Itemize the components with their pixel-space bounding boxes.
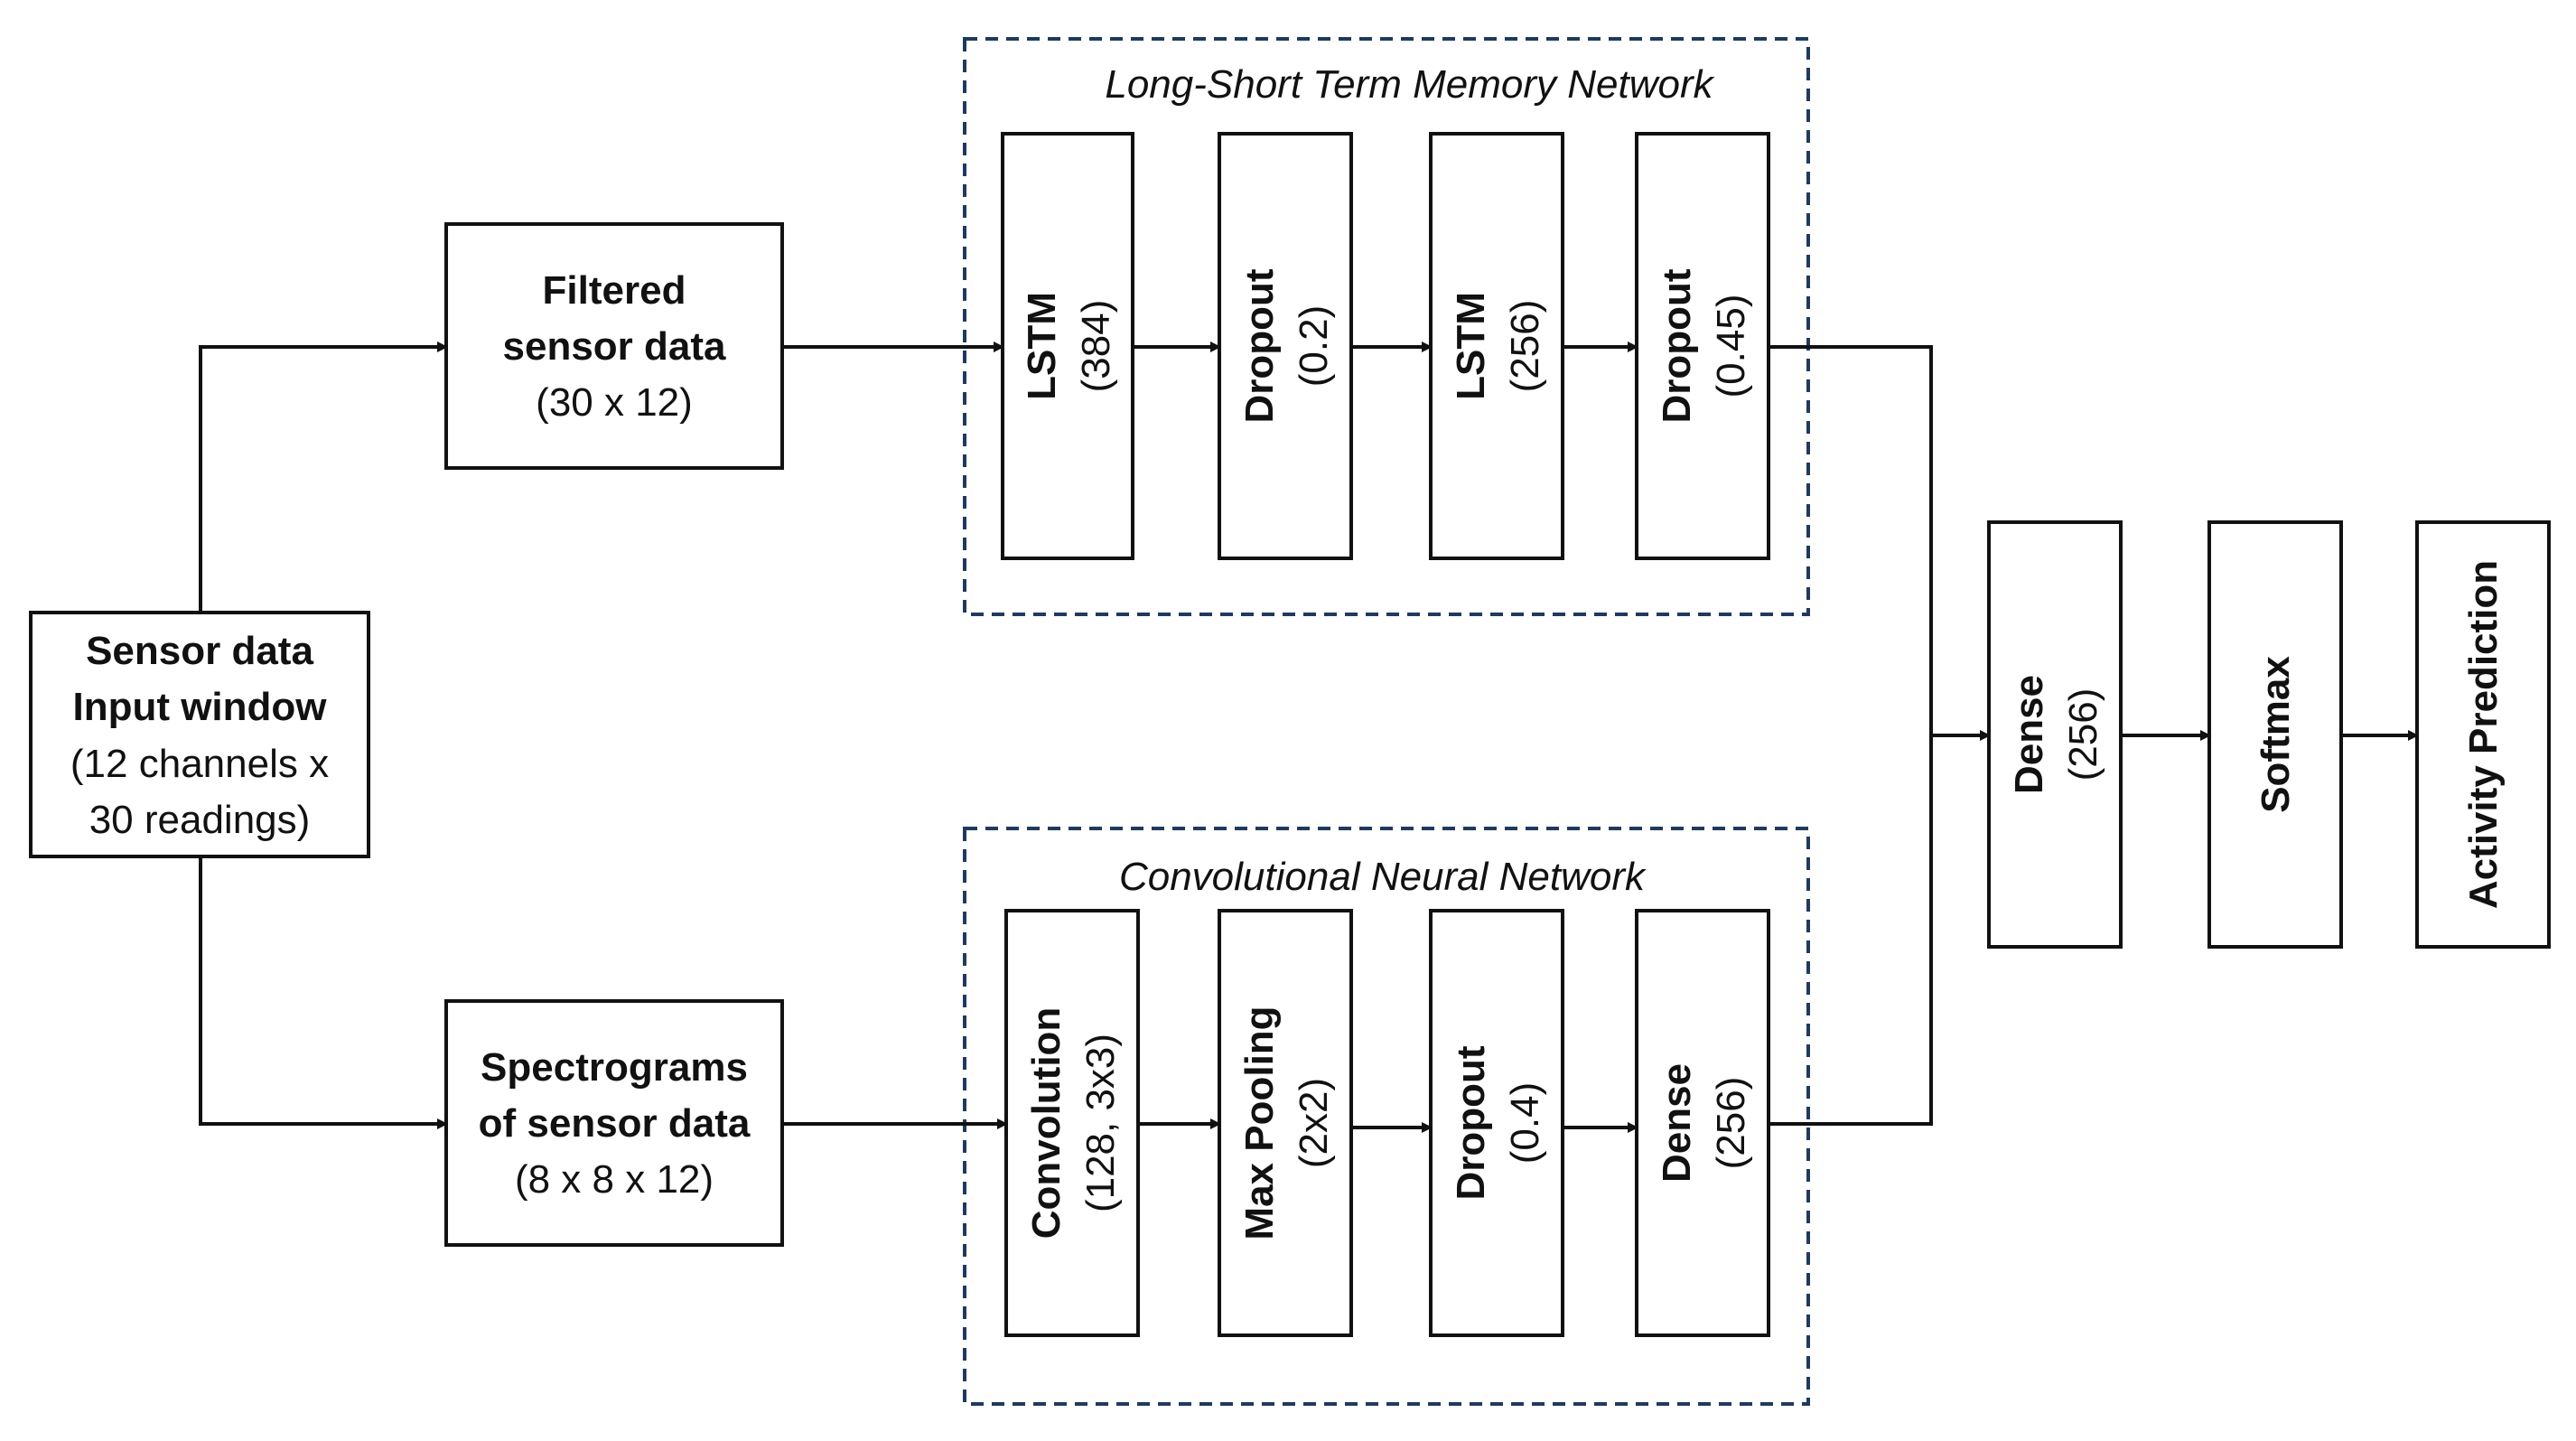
spectro-line1: Spectrograms <box>481 1045 748 1090</box>
filtered-line3: (30 x 12) <box>536 380 693 425</box>
lstm-group-title: Long-Short Term Memory Network <box>1105 62 1714 107</box>
cnn-layer-2-name: Max Pooling <box>1237 1006 1282 1240</box>
dense-name: Dense <box>2007 675 2051 794</box>
lstm-layer-2-param: (0.2) <box>1292 305 1336 387</box>
input-line4: 30 readings) <box>89 798 311 842</box>
cnn-layer-2: Max Pooling (2x2) <box>1218 909 1353 1337</box>
softmax-box: Softmax <box>2207 520 2343 949</box>
lstm-layer-4-param: (0.45) <box>1709 295 1753 398</box>
dense-param: (256) <box>2061 688 2105 781</box>
lstm-layer-4-name: Dropout <box>1655 268 1699 423</box>
arrow-input-to-spectrograms <box>199 856 448 1129</box>
lstm-group-frame <box>963 37 1810 616</box>
lstm-layer-3-param: (256) <box>1503 300 1547 393</box>
softmax-name: Softmax <box>2254 656 2298 813</box>
lstm-layer-3: LSTM (256) <box>1429 132 1564 560</box>
filtered-line2: sensor data <box>503 324 727 369</box>
arrow-input-to-filtered <box>199 342 448 613</box>
cnn-layer-3-name: Dropout <box>1449 1045 1493 1200</box>
cnn-layer-3: Dropout (0.4) <box>1429 909 1564 1337</box>
lstm-layer-1-name: LSTM <box>1020 292 1064 400</box>
lstm-layer-4: Dropout (0.45) <box>1635 132 1770 560</box>
cnn-group-title: Convolutional Neural Network <box>1119 855 1647 899</box>
cnn-layer-2-param: (2x2) <box>1292 1078 1336 1168</box>
cnn-layer-4-param: (256) <box>1709 1077 1753 1170</box>
cnn-layer-3-param: (0.4) <box>1503 1082 1547 1164</box>
lstm-layer-3-name: LSTM <box>1449 292 1493 400</box>
line-lstm-out <box>1769 345 1933 1126</box>
spectro-line2: of sensor data <box>479 1101 751 1146</box>
cnn-layer-4: Dense (256) <box>1635 909 1770 1337</box>
cnn-layer-1-name: Convolution <box>1024 1007 1069 1240</box>
dense-box: Dense (256) <box>1987 520 2123 949</box>
lstm-layer-1: LSTM (384) <box>1001 132 1134 560</box>
cnn-layer-4-name: Dense <box>1655 1063 1699 1183</box>
input-box: Sensor data Input window (12 channels x … <box>29 611 370 858</box>
filtered-data-box: Filtered sensor data (30 x 12) <box>444 222 784 470</box>
connectors <box>199 342 2419 1133</box>
cnn-layer-1-param: (128, 3x3) <box>1078 1034 1123 1212</box>
spectrograms-box: Spectrograms of sensor data (8 x 8 x 12) <box>444 999 784 1247</box>
cnn-group-frame <box>963 827 1810 1406</box>
spectro-line3: (8 x 8 x 12) <box>515 1157 714 1202</box>
input-line3: (12 channels x <box>70 742 329 786</box>
input-line1: Sensor data <box>86 629 313 673</box>
input-line2: Input window <box>72 685 327 729</box>
filtered-line1: Filtered <box>543 268 686 313</box>
prediction-name: Activity Prediction <box>2461 560 2506 909</box>
prediction-box: Activity Prediction <box>2415 520 2551 949</box>
lstm-layer-2-name: Dropout <box>1237 268 1282 423</box>
lstm-layer-1-param: (384) <box>1074 300 1118 393</box>
cnn-layer-1: Convolution (128, 3x3) <box>1004 909 1140 1337</box>
lstm-layer-2: Dropout (0.2) <box>1218 132 1353 560</box>
